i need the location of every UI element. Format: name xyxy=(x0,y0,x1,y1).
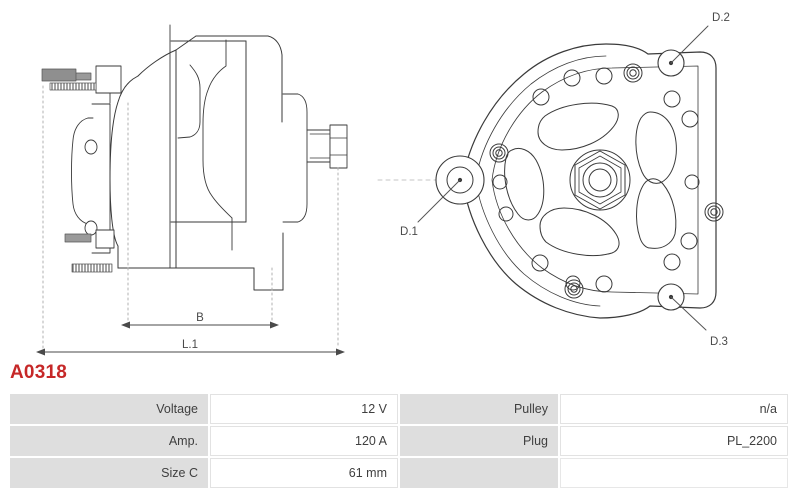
stud-boss xyxy=(564,279,584,299)
dimension-label-b: B xyxy=(196,312,204,324)
spec-value-empty xyxy=(560,458,788,488)
stud-boss xyxy=(489,143,509,163)
spec-label-amp: Amp. xyxy=(10,426,208,456)
spec-label-plug: Plug xyxy=(400,426,558,456)
stud-boss xyxy=(704,202,724,222)
spec-label-pulley: Pulley xyxy=(400,394,558,424)
leader-line-d2 xyxy=(670,25,709,64)
table-row: Size C 61 mm xyxy=(10,458,788,488)
spec-value-plug: PL_2200 xyxy=(560,426,788,456)
callout-label-d1: D.1 xyxy=(400,226,418,238)
dimension-label-l1: L.1 xyxy=(182,339,198,351)
spec-value-amp: 120 A xyxy=(210,426,398,456)
spec-value-voltage: 12 V xyxy=(210,394,398,424)
stud-boss xyxy=(623,63,643,83)
spec-label-size-c: Size C xyxy=(10,458,208,488)
callout-label-d2: D.2 xyxy=(712,12,730,24)
technical-drawings: B L.1 D.1 D.2 D.3 xyxy=(36,12,730,356)
leader-line-d3 xyxy=(670,296,707,331)
end-view-group xyxy=(377,25,724,331)
table-row: Amp. 120 A Plug PL_2200 xyxy=(10,426,788,456)
spec-value-size-c: 61 mm xyxy=(210,458,398,488)
spec-label-empty xyxy=(400,458,558,488)
side-view-group xyxy=(36,24,348,356)
table-row: Voltage 12 V Pulley n/a xyxy=(10,394,788,424)
leader-line-d1 xyxy=(417,179,461,223)
spec-value-pulley: n/a xyxy=(560,394,788,424)
callout-label-d3: D.3 xyxy=(710,336,728,348)
page-title: A0318 xyxy=(10,362,67,383)
spec-label-voltage: Voltage xyxy=(10,394,208,424)
drawing-canvas: B L.1 D.1 D.2 D.3 xyxy=(36,12,730,356)
specification-table: Voltage 12 V Pulley n/a Amp. 120 A Plug … xyxy=(8,392,790,490)
